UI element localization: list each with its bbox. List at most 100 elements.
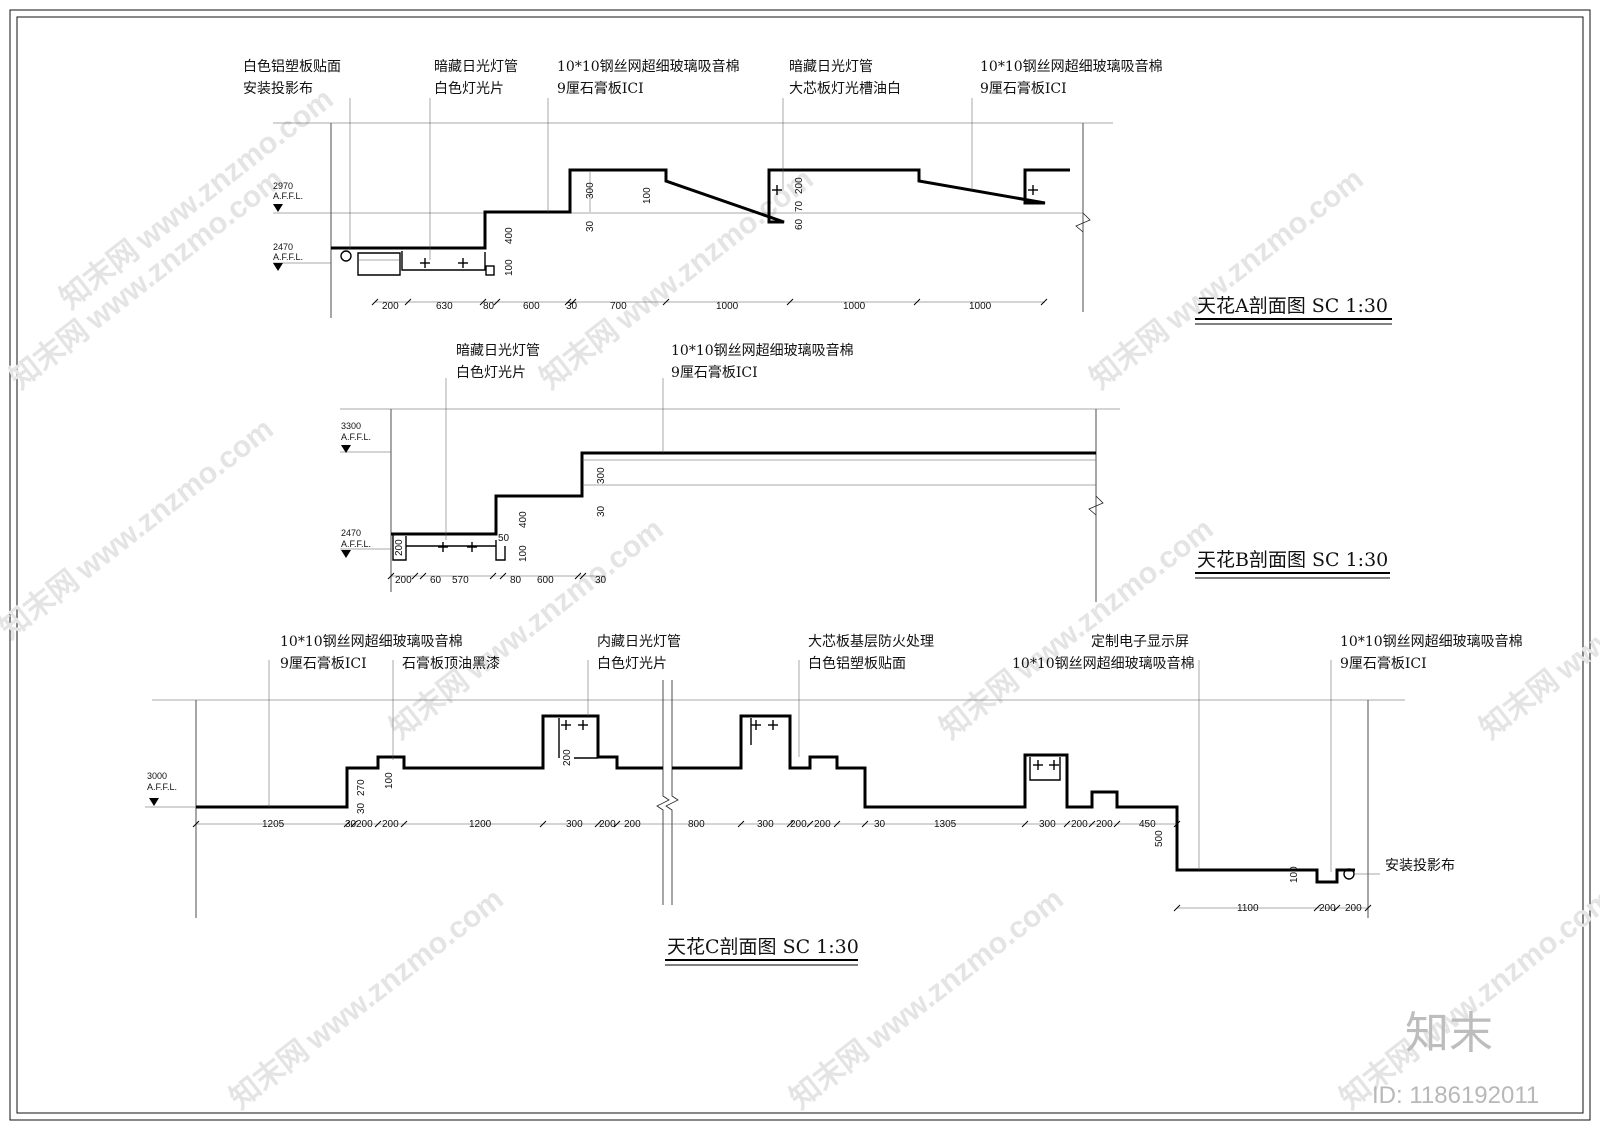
level-triangle-icon [341, 445, 351, 453]
note-label: 暗藏日光灯管 [789, 59, 873, 75]
lamp-icon [1049, 760, 1059, 770]
dim-label: 1100 [1237, 903, 1259, 914]
lamp-icon [772, 185, 782, 195]
curtain-roll-detail [1343, 868, 1355, 880]
dim-label: 200 [395, 575, 412, 586]
note-label: 大芯板基层防火处理 [808, 633, 934, 650]
note-label: 9厘石膏板ICI [1340, 655, 1427, 672]
section-title-text: 天花B剖面图 SC 1:30 [1197, 549, 1388, 571]
soffit-detail [582, 459, 1096, 486]
dim-label: 300 [1039, 819, 1056, 830]
level-tag: A.F.F.L. [341, 539, 371, 549]
dim-label: 100 [1289, 866, 1300, 883]
dim-ticks [192, 820, 1372, 912]
dim-label: 1000 [843, 301, 866, 312]
dim-ticks [371, 298, 1048, 306]
section-b: 3300 A.F.F.L. 2470 A.F.F.L. 暗藏日光灯管 白色灯光片… [340, 342, 1390, 602]
break-mark [1088, 495, 1104, 516]
dim-label: 30 [345, 819, 357, 830]
break-mark [1075, 212, 1091, 233]
dim-label: 200 [790, 819, 807, 830]
dim-label: 50 [498, 533, 510, 544]
lamp-icon [1028, 185, 1038, 195]
dim-ticks [387, 572, 587, 580]
note-label: 安装投影布 [1385, 858, 1455, 874]
dim-label: 700 [610, 301, 627, 312]
note-label: 9厘石膏板ICI [557, 80, 644, 97]
break-lines [656, 680, 679, 905]
note-label: 白色灯光片 [434, 80, 504, 97]
dim-label: 800 [688, 819, 705, 830]
dim-label: 60 [794, 218, 805, 230]
soffit-detail [357, 251, 486, 276]
ceiling-profile [196, 714, 1355, 884]
lamp-icon [578, 720, 588, 730]
watermark-text: 知末网www.znzmo.com [784, 882, 1070, 1115]
note-label: 9厘石膏板ICI [671, 364, 758, 381]
note-label: 9厘石膏板ICI [980, 80, 1067, 97]
dim-label: 80 [483, 301, 495, 312]
dim-label: 30 [595, 575, 607, 586]
dim-label: 1000 [716, 301, 739, 312]
level-value: 2470 [273, 242, 293, 252]
dim-label: 200 [382, 301, 399, 312]
dim-label: 600 [523, 301, 540, 312]
dim-label: 30 [585, 220, 596, 232]
section-title: 天花B剖面图 SC 1:30 [1195, 549, 1390, 579]
dim-label: 450 [1139, 819, 1156, 830]
note-label: 10*10钢丝网超细玻璃吸音棉 [280, 633, 463, 650]
note-label: 10*10钢丝网超细玻璃吸音棉 [980, 58, 1163, 75]
section-title: 天花A剖面图 SC 1:30 [1195, 295, 1392, 325]
dim-label: 100 [518, 545, 529, 562]
lamp-icon [458, 258, 468, 268]
trim-detail [485, 265, 495, 276]
dim-label: 200 [356, 819, 373, 830]
note-label: 安装投影布 [243, 81, 313, 97]
section-c: 3000 A.F.F.L. 10*10钢丝网超细玻璃吸音棉 9厘石膏板ICI 石… [145, 633, 1523, 966]
dim-label: 70 [794, 200, 805, 212]
lamp-icon [1033, 760, 1043, 770]
note-label: 10*10钢丝网超细玻璃吸音棉 [557, 58, 740, 75]
sheet-frame-inner [16, 16, 1584, 1114]
dim-label: 100 [642, 187, 653, 204]
note-label: 暗藏日光灯管 [456, 343, 540, 359]
lamp-icon [751, 720, 761, 730]
note-label: 10*10钢丝网超细玻璃吸音棉 [1012, 655, 1195, 672]
note-label: 10*10钢丝网超细玻璃吸音棉 [1340, 633, 1523, 650]
dim-label: 200 [599, 819, 616, 830]
ceiling-profile [331, 168, 1070, 250]
dim-label: 200 [562, 749, 573, 766]
watermark-text: 知末网www.znzmo.com [1084, 162, 1370, 395]
dim-label: 500 [1154, 830, 1165, 847]
note-label: 石膏板顶油黑漆 [402, 655, 500, 672]
level-value: 3000 [147, 771, 167, 781]
dim-label: 200 [1096, 819, 1113, 830]
dim-label: 270 [356, 779, 367, 796]
level-tag: A.F.F.L. [147, 782, 177, 792]
note-label: 大芯板灯光槽油白 [789, 81, 901, 97]
level-marker: 3000 A.F.F.L. [147, 771, 177, 806]
sheet-frame-outer [9, 9, 1591, 1121]
dim-label: 200 [382, 819, 399, 830]
dim-label: 600 [537, 575, 554, 586]
dim-label: 200 [1319, 903, 1336, 914]
dim-label: 100 [384, 772, 395, 789]
lamp-icon [561, 720, 571, 730]
curtain-roll-detail [340, 250, 352, 262]
dim-label: 200 [394, 539, 405, 556]
dim-label: 80 [510, 575, 522, 586]
lamp-icon [438, 542, 448, 552]
watermark-text: 知末网www.znzmo.com [224, 882, 510, 1115]
level-marker: 2470 A.F.F.L. [273, 242, 303, 271]
note-label: 白色铝塑板贴面 [808, 655, 906, 672]
watermark-logo: 知末 [1405, 1008, 1493, 1059]
dim-label: 300 [596, 467, 607, 484]
level-triangle-icon [273, 204, 283, 212]
dim-label: 200 [1071, 819, 1088, 830]
level-tag: A.F.F.L. [341, 432, 371, 442]
dim-label: 1000 [969, 301, 992, 312]
dim-label: 200 [794, 177, 805, 194]
watermark-text: 知末网www.znzmo.com [934, 512, 1220, 745]
dim-label: 30 [596, 505, 607, 517]
